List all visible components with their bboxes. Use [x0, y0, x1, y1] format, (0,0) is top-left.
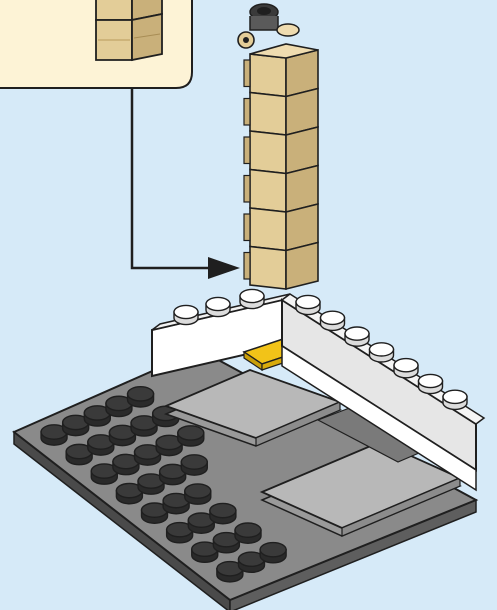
clip-piece: [238, 4, 299, 48]
stud: [181, 455, 207, 475]
tan-brick: [244, 127, 318, 174]
tan-brick: [244, 89, 318, 136]
stud: [174, 305, 198, 324]
stud: [240, 289, 264, 308]
stud: [235, 523, 261, 543]
stud: [210, 503, 236, 523]
stud: [345, 327, 369, 346]
callout-arrow: [132, 88, 240, 279]
stud: [321, 311, 345, 330]
stud: [260, 543, 286, 563]
stud: [394, 359, 418, 378]
tan-brick: [244, 166, 318, 213]
stud: [296, 295, 320, 314]
stud: [419, 374, 443, 393]
callout-box: [0, 0, 192, 88]
arrow-head: [208, 257, 240, 279]
tan-brick: [244, 243, 318, 290]
tan-brick-column: [244, 44, 318, 289]
callout-brick-detail: [96, 0, 162, 60]
stud: [185, 484, 211, 504]
stud: [178, 426, 204, 446]
stud: [128, 387, 154, 407]
stud: [370, 343, 394, 362]
stud: [443, 390, 467, 409]
stud: [206, 297, 230, 316]
tan-brick: [244, 204, 318, 251]
